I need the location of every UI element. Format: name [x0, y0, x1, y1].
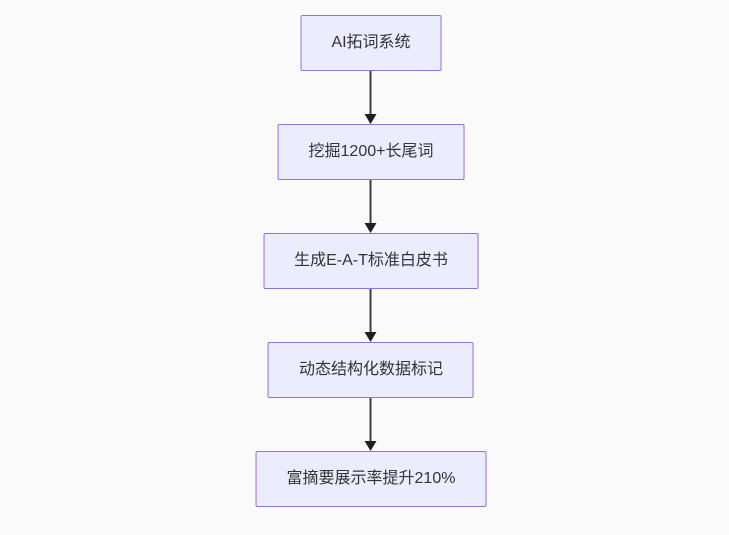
arrow-line	[370, 180, 372, 224]
flow-node-eat-whitepaper: 生成E-A-T标准白皮书	[263, 233, 479, 289]
flow-node-label: 富摘要展示率提升210%	[286, 469, 456, 487]
arrow-head-down-icon	[365, 441, 377, 451]
flow-node-label: 动态结构化数据标记	[298, 360, 443, 378]
arrow-line	[370, 398, 372, 442]
flow-arrow-2	[365, 180, 377, 233]
flow-node-longtail-mining: 挖掘1200+长尾词	[277, 124, 465, 180]
flow-arrow-3	[365, 289, 377, 342]
arrow-line	[370, 71, 372, 115]
arrow-head-down-icon	[365, 223, 377, 233]
flow-arrow-4	[365, 398, 377, 451]
flow-node-rich-snippet-result: 富摘要展示率提升210%	[255, 451, 487, 507]
flow-node-label: 生成E-A-T标准白皮书	[294, 251, 448, 269]
flowchart-column: AI拓词系统 挖掘1200+长尾词 生成E-A-T标准白皮书 动态结构化数据标记	[255, 15, 487, 507]
flow-node-ai-word-expansion: AI拓词系统	[300, 15, 442, 71]
flow-arrow-1	[365, 71, 377, 124]
flow-node-label: 挖掘1200+长尾词	[308, 142, 434, 160]
arrow-head-down-icon	[365, 114, 377, 124]
arrow-head-down-icon	[365, 332, 377, 342]
flow-node-structured-data-markup: 动态结构化数据标记	[267, 342, 474, 398]
arrow-line	[370, 289, 372, 333]
flow-node-label: AI拓词系统	[331, 33, 411, 51]
